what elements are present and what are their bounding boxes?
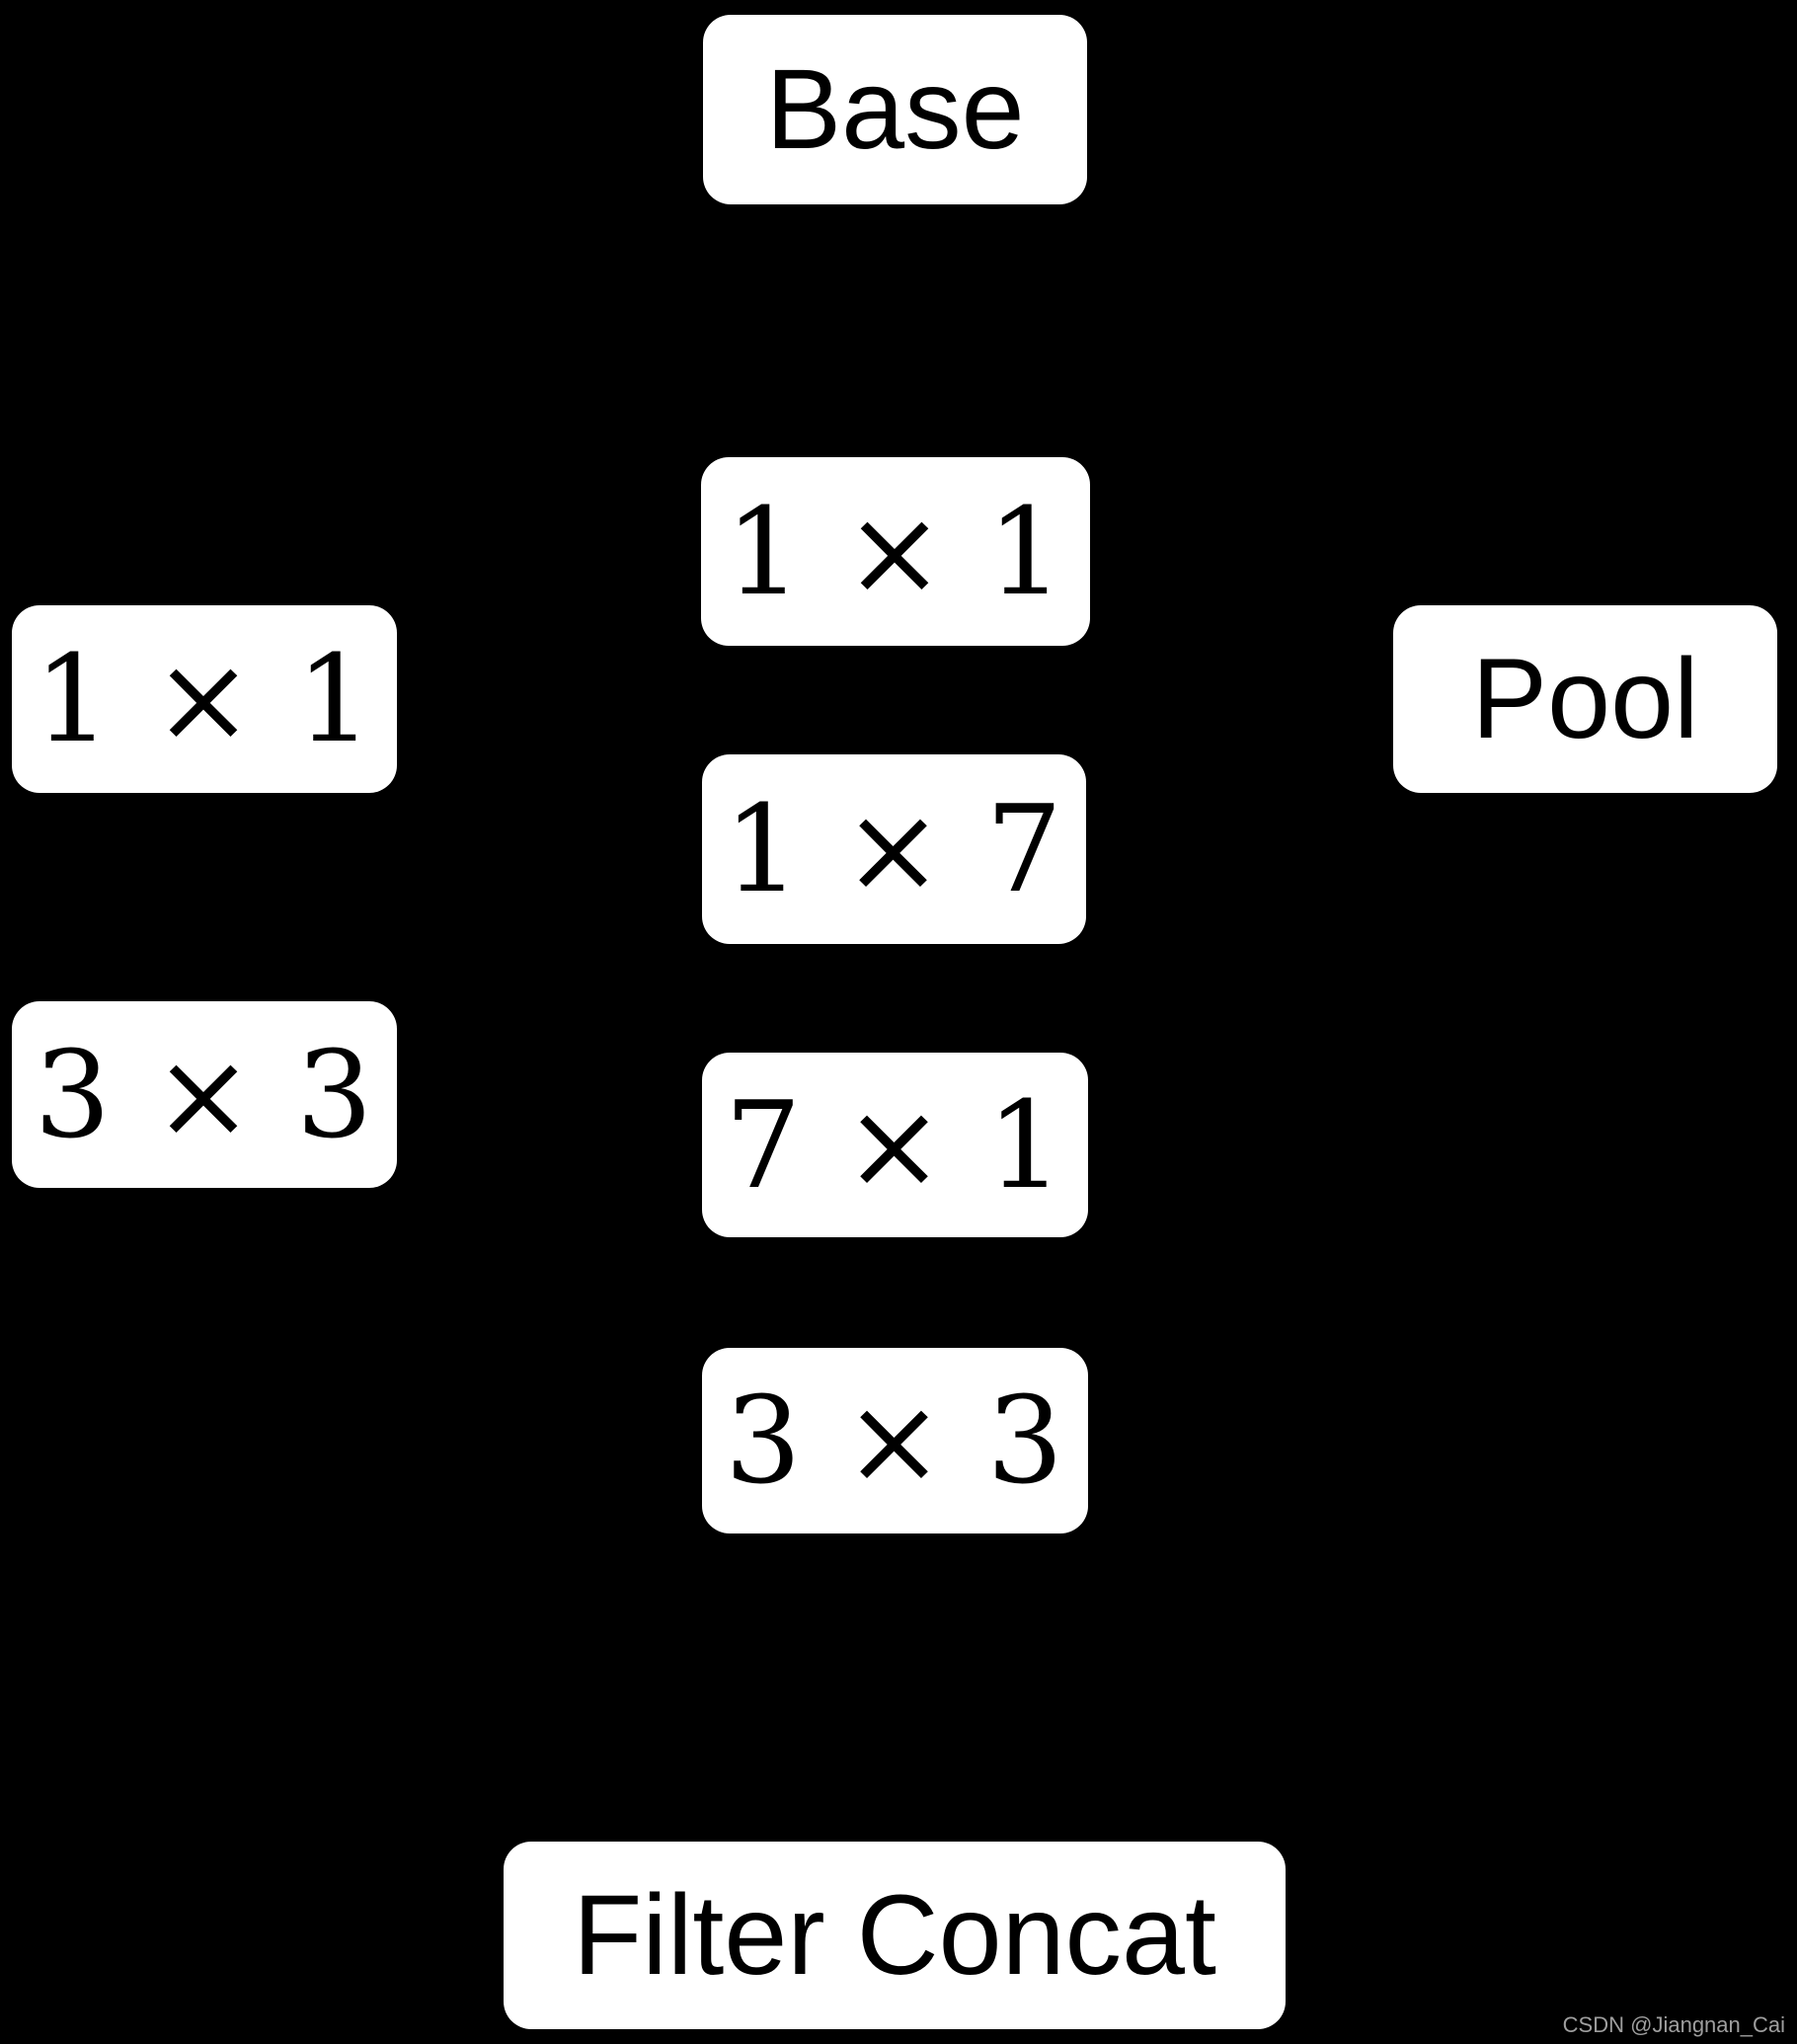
node-base: Base [703, 15, 1087, 204]
node-mid-1x7: 1 × 7 [702, 754, 1086, 944]
node-label: Base [765, 46, 1025, 173]
node-label: 3 × 3 [724, 1371, 1066, 1511]
node-mid-1x1: 1 × 1 [701, 457, 1090, 646]
node-label: 1 × 7 [723, 779, 1065, 919]
node-label: Pool [1471, 636, 1699, 762]
node-pool: Pool [1393, 605, 1777, 793]
node-mid-3x3: 3 × 3 [702, 1348, 1088, 1533]
node-mid-7x1: 7 × 1 [702, 1053, 1088, 1237]
node-label: 3 × 3 [34, 1024, 375, 1165]
node-label: 7 × 1 [724, 1074, 1066, 1216]
node-label: 1 × 1 [34, 629, 375, 769]
watermark: CSDN @Jiangnan_Cai [1562, 2012, 1785, 2037]
node-label: 1 × 1 [725, 481, 1066, 622]
node-left-1x1: 1 × 1 [12, 605, 397, 793]
node-left-3x3: 3 × 3 [12, 1001, 397, 1188]
node-label: Filter Concat [573, 1872, 1216, 1999]
node-concat: Filter Concat [504, 1842, 1286, 2029]
